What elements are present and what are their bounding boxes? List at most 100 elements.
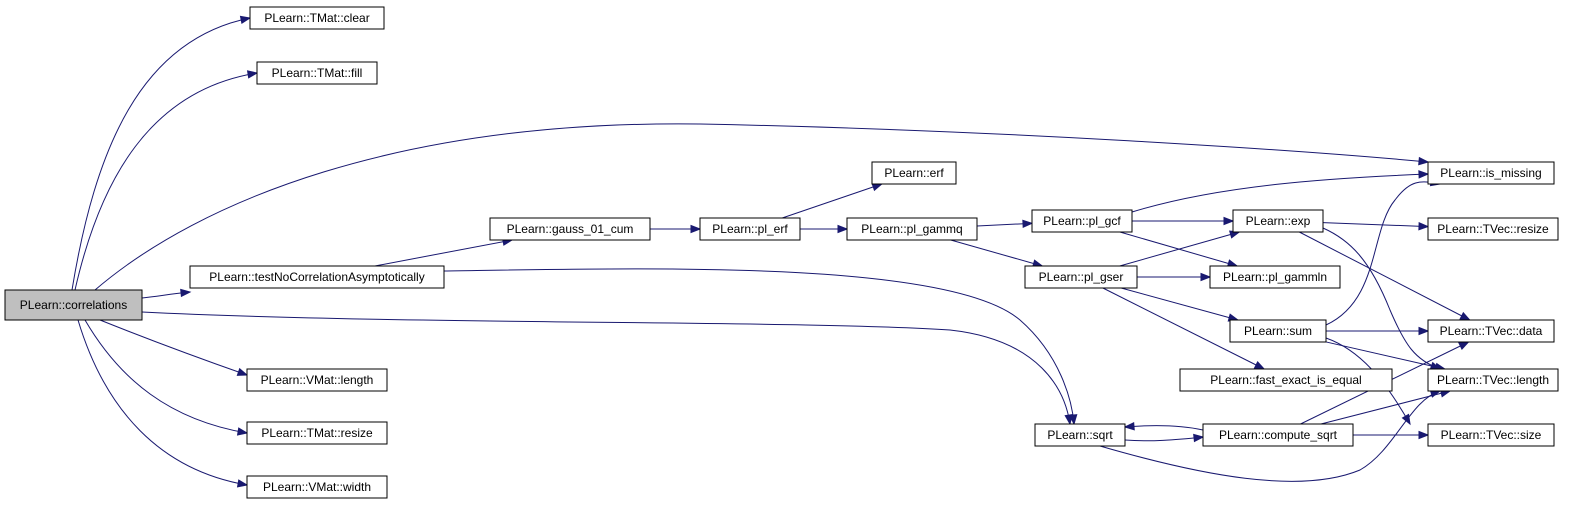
node-gauss-01-cum[interactable]: PLearn::gauss_01_cum [489, 217, 651, 241]
edge-line [1322, 222, 1429, 228]
node-label: PLearn::TMat::fill [272, 66, 363, 80]
node-box [246, 421, 388, 445]
edge-pl_erf-to-erf [782, 183, 884, 219]
node-box [1034, 423, 1126, 447]
node-label: PLearn::compute_sqrt [1219, 428, 1338, 442]
arrowhead-icon [236, 479, 249, 488]
edge-pl_erf-to-pl_gammq [800, 224, 849, 234]
edge-pl_gser-to-pl_gammln [1137, 272, 1212, 282]
edge-sum-to-is_missing [1325, 177, 1442, 326]
node-pl-erf[interactable]: PLearn::pl_erf [699, 217, 801, 241]
node-box [249, 6, 385, 30]
node-label: PLearn::TVec::size [1441, 428, 1542, 442]
arrowhead-icon [239, 15, 252, 25]
edge-correlations-to-sqrt [141, 311, 1073, 426]
edge-pl_gcf-to-exp [1132, 216, 1235, 226]
edge-pl_gser-to-exp [1119, 230, 1241, 267]
node-sqrt[interactable]: PLearn::sqrt [1034, 423, 1126, 447]
node-sum[interactable]: PLearn::sum [1229, 319, 1327, 343]
edge-line [1099, 390, 1441, 482]
node-box [246, 475, 388, 499]
arrowhead-icon [1458, 341, 1470, 350]
node-box [1427, 319, 1555, 343]
node-label: PLearn::pl_gammln [1223, 270, 1327, 284]
node-label: PLearn::pl_gser [1039, 270, 1124, 284]
arrowhead-icon [1418, 430, 1430, 440]
node-compute-sqrt[interactable]: PLearn::compute_sqrt [1202, 423, 1354, 447]
node-tmat-fill[interactable]: PLearn::TMat::fill [256, 61, 378, 85]
node-is-missing[interactable]: PLearn::is_missing [1427, 161, 1555, 185]
edge-line [1119, 231, 1240, 267]
edge-pl_gammq-to-pl_gcf [976, 219, 1034, 229]
edge-line [1325, 341, 1445, 370]
edge-correlations-to-test_no_corr [141, 288, 192, 299]
edge-line [443, 268, 1075, 425]
arrowhead-icon [1223, 216, 1235, 226]
edge-correlations-to-tmat_resize [84, 319, 249, 436]
node-tmat-clear[interactable]: PLearn::TMat::clear [249, 6, 385, 30]
node-box [1427, 217, 1559, 241]
node-label: PLearn::pl_gammq [861, 222, 962, 236]
node-label: PLearn::TMat::clear [264, 11, 369, 25]
node-label: PLearn::VMat::width [263, 480, 371, 494]
node-exp[interactable]: PLearn::exp [1232, 209, 1324, 233]
arrowhead-icon [1068, 414, 1078, 426]
arrowhead-icon [1193, 433, 1205, 443]
node-box [1179, 368, 1393, 392]
node-fast-exact-is-equal[interactable]: PLearn::fast_exact_is_equal [1179, 368, 1393, 392]
edge-line [141, 311, 1071, 425]
edge-test_no_corr-to-sqrt [443, 268, 1078, 426]
arrowhead-icon [1253, 360, 1266, 370]
node-pl-gcf[interactable]: PLearn::pl_gcf [1031, 209, 1133, 233]
node-box [246, 368, 388, 392]
node-box [4, 289, 143, 321]
node-label: PLearn::TVec::resize [1437, 222, 1549, 236]
arrowhead-icon [236, 367, 249, 376]
node-box [1427, 161, 1555, 185]
edge-exp-to-tvec_resize [1322, 222, 1430, 231]
arrowhead-icon [1459, 311, 1471, 321]
node-label: PLearn::erf [884, 166, 944, 180]
node-erf[interactable]: PLearn::erf [871, 161, 957, 185]
edge-gauss_01_cum-to-pl_erf [650, 224, 702, 234]
edge-correlations-to-tmat_clear [71, 15, 252, 291]
node-tvec-size[interactable]: PLearn::TVec::size [1427, 423, 1555, 447]
edge-line [84, 319, 248, 434]
node-tvec-resize[interactable]: PLearn::TVec::resize [1427, 217, 1559, 241]
arrowhead-icon [1418, 156, 1430, 166]
node-pl-gammln[interactable]: PLearn::pl_gammln [1209, 265, 1341, 289]
arrowhead-icon [1401, 413, 1411, 426]
edge-sqrt-to-compute_sqrt [1124, 433, 1205, 443]
edge-line [950, 239, 1043, 267]
node-label: PLearn::VMat::length [261, 373, 374, 387]
node-correlations[interactable]: PLearn::correlations [4, 289, 143, 321]
arrowhead-icon [1123, 422, 1135, 431]
edge-line [1322, 227, 1441, 370]
edge-exp-to-tvec_data [1299, 231, 1471, 321]
node-vmat-length[interactable]: PLearn::VMat::length [246, 368, 388, 392]
node-vmat-width[interactable]: PLearn::VMat::width [246, 475, 388, 499]
edge-pl_gammq-to-pl_gser [950, 239, 1044, 268]
node-tmat-resize[interactable]: PLearn::TMat::resize [246, 421, 388, 445]
node-label: PLearn::is_missing [1440, 166, 1541, 180]
node-label: PLearn::sum [1244, 324, 1312, 338]
node-label: PLearn::fast_exact_is_equal [1210, 373, 1361, 387]
arrowhead-icon [690, 224, 702, 234]
node-tvec-data[interactable]: PLearn::TVec::data [1427, 319, 1555, 343]
node-box [1427, 368, 1559, 392]
edge-line [77, 319, 248, 486]
node-test-no-corr[interactable]: PLearn::testNoCorrelationAsymptotically [189, 265, 445, 289]
edge-sum-to-tvec_data [1326, 326, 1430, 336]
node-pl-gser[interactable]: PLearn::pl_gser [1024, 265, 1138, 289]
edge-line [71, 17, 251, 291]
node-label: PLearn::TMat::resize [261, 426, 373, 440]
node-label: PLearn::correlations [20, 298, 127, 312]
edge-line [1120, 287, 1239, 321]
arrowhead-icon [1200, 272, 1212, 282]
edge-correlations-to-vmat_length [99, 319, 249, 376]
node-pl-gammq[interactable]: PLearn::pl_gammq [846, 217, 978, 241]
edge-pl_gcf-to-is_missing [1131, 170, 1430, 213]
node-tvec-length[interactable]: PLearn::TVec::length [1427, 368, 1559, 392]
edge-line [74, 72, 258, 291]
edge-line [1131, 173, 1429, 213]
